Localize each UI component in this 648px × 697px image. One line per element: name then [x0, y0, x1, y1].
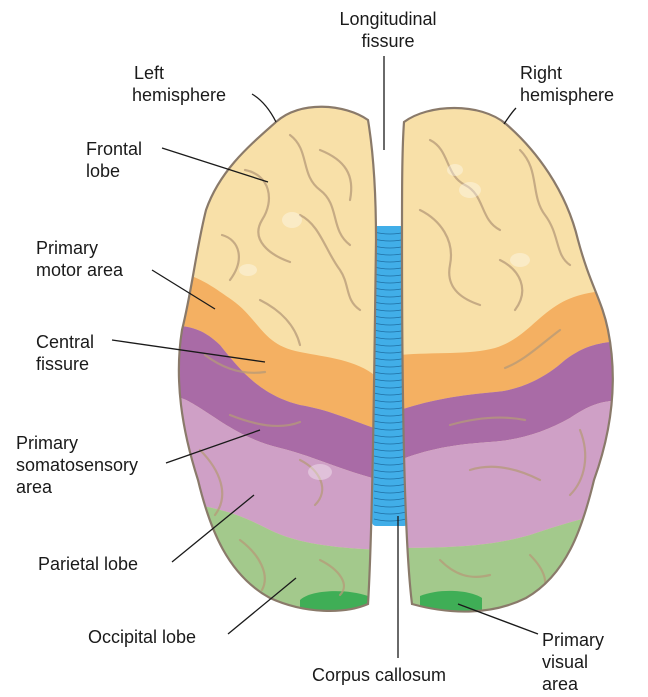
label-right-hemisphere: Right hemisphere — [520, 62, 614, 106]
label-central-fissure: Central fissure — [36, 331, 94, 375]
label-left-hemisphere: Left hemisphere — [132, 62, 226, 106]
left-primary-visual-area — [300, 591, 368, 620]
left-hemisphere — [150, 90, 390, 650]
leader-right-hemisphere — [504, 108, 516, 124]
label-occipital-lobe: Occipital lobe — [88, 626, 196, 648]
right-primary-visual-area — [420, 591, 482, 620]
label-parietal-lobe: Parietal lobe — [38, 553, 138, 575]
label-primary-somatosensory-area: Primary somatosensory area — [16, 432, 138, 498]
label-corpus-callosum: Corpus callosum — [312, 664, 446, 686]
label-primary-visual-area: Primary visual area — [542, 629, 604, 695]
label-primary-motor-area: Primary motor area — [36, 237, 123, 281]
label-frontal-lobe: Frontal lobe — [86, 138, 142, 182]
label-longitudinal-fissure: Longitudinal fissure — [318, 8, 458, 52]
right-hemisphere — [395, 90, 635, 650]
leader-left-hemisphere — [252, 94, 276, 122]
